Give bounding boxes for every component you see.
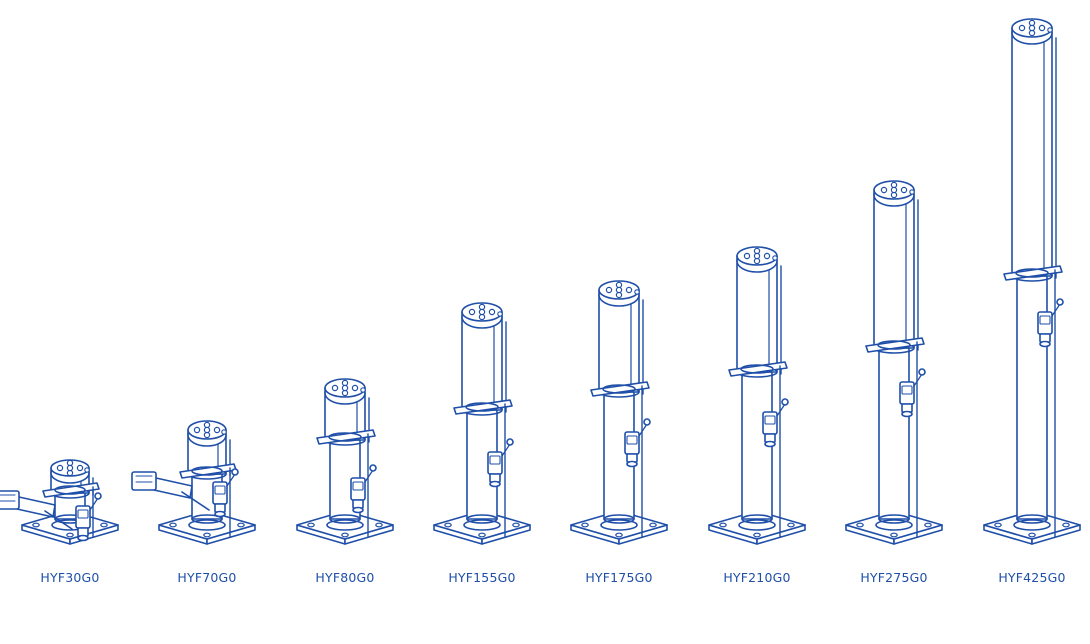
model-label-hyf210g0: HYF210G0	[723, 570, 791, 585]
actuator-unit	[845, 180, 943, 545]
actuator-unit	[433, 302, 531, 545]
actuator-unit	[0, 459, 119, 545]
model-label-hyf425g0: HYF425G0	[998, 570, 1066, 585]
model-label-hyf175g0: HYF175G0	[585, 570, 653, 585]
actuator-unit	[708, 246, 806, 545]
model-label-hyf30g0: HYF30G0	[40, 570, 100, 585]
model-label-hyf155g0: HYF155G0	[448, 570, 516, 585]
actuator-unit	[983, 18, 1081, 545]
model-label-hyf70g0: HYF70G0	[177, 570, 237, 585]
actuator-unit	[570, 280, 668, 545]
actuator-unit	[296, 378, 394, 545]
model-label-hyf275g0: HYF275G0	[860, 570, 928, 585]
model-label-hyf80g0: HYF80G0	[315, 570, 375, 585]
actuator-unit	[131, 420, 256, 545]
